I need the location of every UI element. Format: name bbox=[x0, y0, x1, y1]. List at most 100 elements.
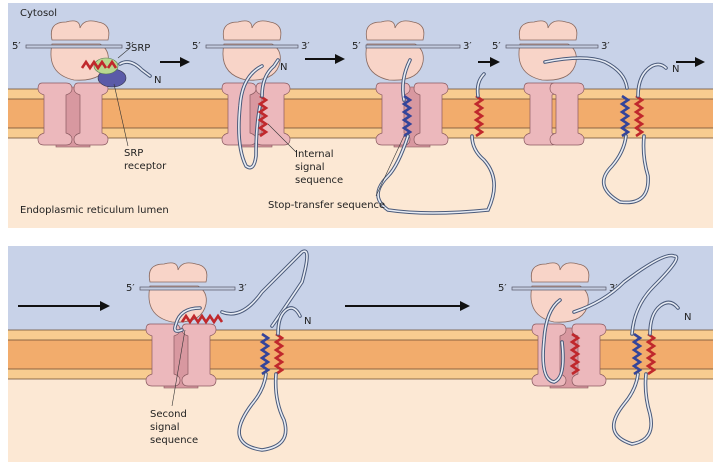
mrna-3-prime-label: 3′ bbox=[238, 283, 247, 294]
mrna-3-prime-label: 3′ bbox=[609, 283, 618, 294]
polypeptide-chain-core bbox=[221, 250, 308, 327]
internal-signal-label-3: sequence bbox=[295, 175, 343, 186]
stop-transfer-helix bbox=[259, 332, 271, 376]
translocon-subunit bbox=[549, 82, 585, 146]
signal-sequence-helix bbox=[180, 313, 224, 325]
second-signal-label-3: sequence bbox=[150, 435, 198, 446]
mrna-5-prime-label: 5′ bbox=[498, 283, 507, 294]
ribosome: 5′ 3′ bbox=[192, 20, 310, 81]
signal-sequence-helix bbox=[106, 59, 118, 69]
polypeptide-chain-core bbox=[119, 61, 151, 77]
mrna-strand bbox=[139, 286, 236, 291]
mrna-3-prime-label: 3′ bbox=[463, 41, 472, 52]
arrow-icon bbox=[335, 54, 345, 64]
translocon-subunit bbox=[531, 323, 567, 387]
stop-transfer-helix bbox=[401, 94, 413, 138]
polypeptide-chain-core bbox=[602, 135, 649, 204]
ribosome-small-subunit bbox=[148, 285, 207, 323]
n-terminus-label: N bbox=[672, 64, 679, 75]
signal-sequence-helix bbox=[645, 332, 657, 376]
arrow-icon bbox=[490, 57, 500, 67]
label-leader-line bbox=[375, 135, 405, 197]
mrna-3-prime-label: 3′ bbox=[125, 41, 134, 52]
panel-top: 5′3′N5′3′N5′3′5′3′N bbox=[8, 3, 713, 228]
srp-receptor-label-2: receptor bbox=[124, 161, 167, 172]
stop-transfer-label: Stop-transfer sequence bbox=[268, 200, 385, 211]
translocon bbox=[145, 323, 217, 389]
label-leader-line bbox=[113, 83, 129, 147]
translocon bbox=[375, 82, 449, 148]
panel-bottom: 5′ 3′ N 5′ 3′ N bbox=[8, 246, 713, 462]
mrna-strand bbox=[25, 44, 123, 49]
second-signal-label-1: Second bbox=[150, 409, 187, 420]
translocon bbox=[531, 323, 607, 389]
polypeptide-chain-core bbox=[476, 73, 485, 97]
polypeptide-chain-core bbox=[542, 299, 564, 383]
polypeptide-chain-core bbox=[277, 307, 301, 335]
internal-signal-label-2: signal bbox=[295, 162, 325, 173]
polypeptide-chain-core bbox=[377, 135, 495, 214]
ribosome-large-subunit bbox=[222, 20, 282, 41]
translocon-subunit bbox=[571, 323, 607, 387]
mrna-strand bbox=[205, 44, 299, 49]
polypeptide-chain-core bbox=[402, 59, 411, 101]
arrow-icon bbox=[100, 301, 110, 311]
ribosome-large-subunit bbox=[148, 262, 208, 283]
mrna-3-prime-label: 3′ bbox=[301, 41, 310, 52]
polypeptide-chain-core bbox=[238, 373, 287, 451]
ribosome-small-subunit bbox=[222, 43, 281, 81]
label-leader-line bbox=[267, 123, 297, 153]
arrow-icon bbox=[695, 57, 705, 67]
polypeptide-chain-core bbox=[174, 307, 201, 332]
mrna-5-prime-label: 5′ bbox=[192, 41, 201, 52]
n-terminus-label: N bbox=[154, 75, 161, 86]
ribosome: 5′ 3′ bbox=[126, 262, 247, 323]
polypeptide-chain-core bbox=[544, 57, 628, 89]
arrow-icon bbox=[180, 57, 190, 67]
polypeptide-chain-core bbox=[649, 301, 679, 335]
label-leader-line bbox=[117, 47, 131, 59]
n-terminus-label: N bbox=[280, 62, 287, 73]
internal-signal-label-1: Internal bbox=[295, 149, 334, 160]
cytosol-region bbox=[8, 246, 713, 330]
ribosome-large-subunit bbox=[365, 20, 425, 41]
srp-receptor-label-1: SRP bbox=[124, 148, 143, 159]
polypeptide-chain-core bbox=[261, 59, 279, 97]
polypeptide-chain-core bbox=[238, 65, 263, 169]
translocon-subunit bbox=[413, 82, 449, 146]
ribosome-large-subunit bbox=[518, 20, 578, 41]
n-terminus-label: N bbox=[304, 316, 311, 327]
mrna-strand bbox=[365, 44, 461, 49]
membrane-core bbox=[8, 99, 713, 128]
translocon-subunit bbox=[181, 323, 217, 387]
second-signal-label-2: signal bbox=[150, 422, 180, 433]
translocon bbox=[523, 82, 585, 146]
mrna-strand bbox=[511, 286, 607, 291]
srp-label: SRP bbox=[131, 43, 150, 54]
ribosome-small-subunit bbox=[365, 43, 424, 81]
mrna-5-prime-label: 5′ bbox=[12, 41, 21, 52]
cytosol-label: Cytosol bbox=[20, 8, 57, 19]
stop-transfer-helix bbox=[619, 94, 631, 138]
n-terminus-label: N bbox=[684, 312, 691, 323]
mrna-5-prime-label: 5′ bbox=[126, 283, 135, 294]
arrow-icon bbox=[460, 301, 470, 311]
signal-sequence-helix bbox=[273, 332, 285, 376]
ribosome: 5′ 3′ bbox=[12, 20, 134, 81]
translocon-subunit bbox=[73, 82, 109, 146]
ribosome-large-subunit bbox=[530, 262, 590, 283]
signal-sequence-helix bbox=[80, 59, 108, 71]
membrane-core bbox=[8, 340, 713, 369]
translocon-subunit bbox=[37, 82, 73, 146]
ribosome: 5′ 3′ bbox=[352, 20, 472, 81]
mrna-5-prime-label: 5′ bbox=[352, 41, 361, 52]
er-lumen-label: Endoplasmic reticulum lumen bbox=[20, 205, 169, 216]
mrna-strand bbox=[505, 44, 599, 49]
signal-sequence-helix bbox=[473, 94, 485, 138]
polypeptide-chain-core bbox=[637, 63, 667, 97]
polypeptide-chain-core bbox=[573, 254, 678, 335]
stop-transfer-helix bbox=[631, 332, 643, 376]
polypeptide-chain-core bbox=[613, 373, 652, 445]
label-leader-line bbox=[171, 329, 186, 407]
